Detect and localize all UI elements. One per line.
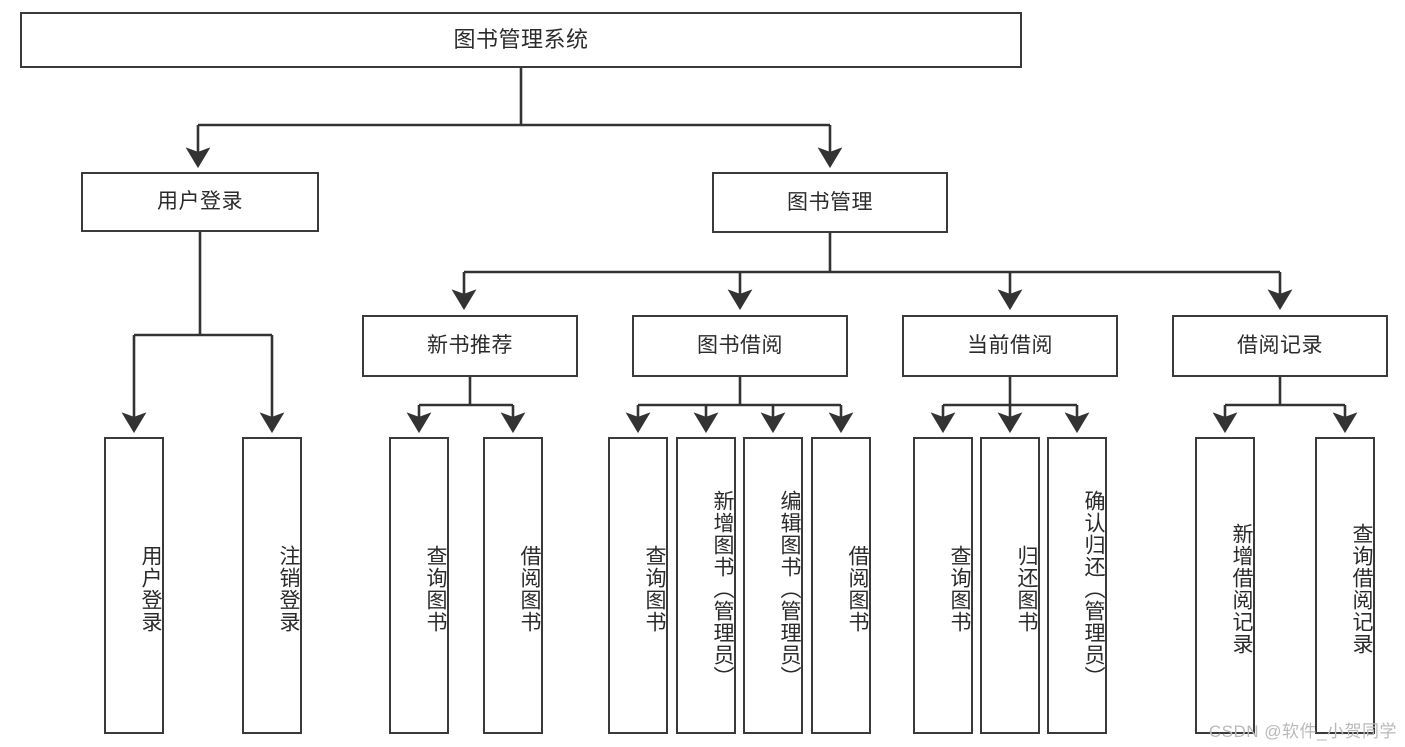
- node-leaf-query-record[interactable]: 查询借阅记录: [1315, 437, 1375, 734]
- node-borrow-record[interactable]: 借阅记录: [1172, 315, 1388, 377]
- node-leaf-borrow-book-2[interactable]: 借阅图书: [811, 437, 871, 734]
- node-leaf-edit-book[interactable]: 编辑图书（管理员）: [743, 437, 803, 734]
- node-label: 新增图书（管理员）: [711, 489, 734, 688]
- node-label: 注销登录: [277, 544, 300, 633]
- node-label: 新增借阅记录: [1230, 522, 1253, 655]
- node-label: 图书管理: [787, 190, 873, 214]
- node-leaf-query-book-1[interactable]: 查询图书: [389, 437, 449, 734]
- node-book-management[interactable]: 图书管理: [712, 172, 948, 233]
- node-label: 查询图书: [643, 544, 666, 633]
- node-label: 当前借阅: [967, 334, 1053, 358]
- node-label: 查询图书: [948, 544, 971, 633]
- node-label: 查询图书: [424, 544, 447, 633]
- node-leaf-confirm-return[interactable]: 确认归还（管理员）: [1047, 437, 1107, 734]
- node-label: 新书推荐: [427, 334, 513, 358]
- node-label: 用户登录: [139, 544, 162, 633]
- watermark: CSDN @软件_小贺同学: [1208, 722, 1397, 741]
- node-label: 借阅图书: [518, 544, 541, 633]
- node-label: 图书借阅: [697, 334, 783, 358]
- node-label: 借阅图书: [846, 544, 869, 633]
- node-label: 图书管理系统: [453, 26, 589, 52]
- node-book-borrow[interactable]: 图书借阅: [632, 315, 848, 377]
- node-leaf-query-book-3[interactable]: 查询图书: [913, 437, 973, 734]
- node-leaf-return-book[interactable]: 归还图书: [980, 437, 1040, 734]
- node-label: 归还图书: [1015, 544, 1038, 633]
- node-current-borrow[interactable]: 当前借阅: [902, 315, 1118, 377]
- node-leaf-add-record[interactable]: 新增借阅记录: [1195, 437, 1255, 734]
- node-leaf-query-book-2[interactable]: 查询图书: [608, 437, 668, 734]
- node-label: 借阅记录: [1237, 334, 1323, 358]
- node-new-book-recommend[interactable]: 新书推荐: [362, 315, 578, 377]
- node-label: 确认归还（管理员）: [1082, 489, 1105, 688]
- node-label: 查询借阅记录: [1350, 522, 1373, 655]
- node-leaf-logout-login[interactable]: 注销登录: [242, 437, 302, 734]
- node-leaf-add-book[interactable]: 新增图书（管理员）: [676, 437, 736, 734]
- node-label: 用户登录: [157, 190, 243, 214]
- node-root-book-management-system[interactable]: 图书管理系统: [20, 12, 1022, 68]
- node-label: 编辑图书（管理员）: [778, 489, 801, 688]
- node-leaf-borrow-book-1[interactable]: 借阅图书: [483, 437, 543, 734]
- node-leaf-user-login[interactable]: 用户登录: [104, 437, 164, 734]
- node-user-login[interactable]: 用户登录: [81, 172, 319, 232]
